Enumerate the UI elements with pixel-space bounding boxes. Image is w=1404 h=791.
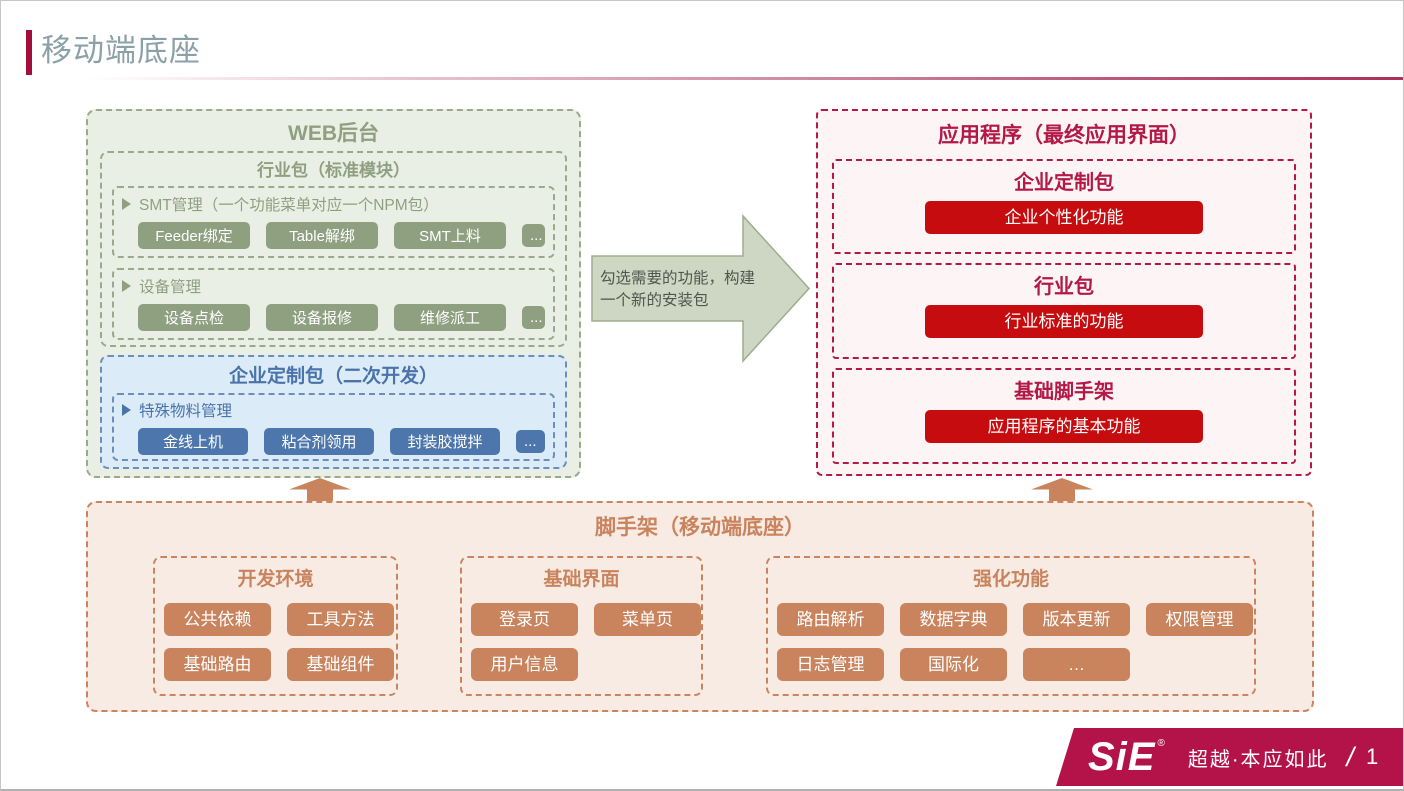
special-material-group: 特殊物料管理 金线上机 粘合剂领用 封装胶搅拌 ... [112, 393, 555, 461]
feature-bar: 行业标准的功能 [925, 305, 1203, 338]
scaffold-chip: 权限管理 [1146, 603, 1253, 636]
special-material-chips: 金线上机 粘合剂领用 封装胶搅拌 ... [122, 428, 545, 455]
scaffold-title: 脚手架（移动端底座） [595, 516, 805, 539]
module-chip: Table解绑 [266, 222, 378, 249]
chip-row: 登录页 菜单页 [462, 603, 701, 636]
title-underline [86, 77, 1403, 80]
device-group-label-text: 设备管理 [139, 279, 202, 296]
web-backend-title: WEB后台 [288, 122, 379, 145]
device-module-group: 设备管理 设备点检 设备报修 维修派工 ... [112, 268, 555, 340]
scaffold-section-base-ui: 基础界面 登录页 菜单页 用户信息 [460, 556, 703, 696]
scaffold-chip: 菜单页 [594, 603, 701, 636]
app-section-title: 基础脚手架 [1014, 381, 1114, 403]
scaffold-chip: 公共依赖 [164, 603, 271, 636]
module-chip: 设备报修 [266, 304, 378, 331]
more-modules-chip: ... [522, 224, 545, 247]
module-chip: 金线上机 [138, 428, 248, 455]
device-group-label: 设备管理 [122, 275, 545, 297]
chip-row: 公共依赖 工具方法 [155, 603, 396, 636]
footer-slogan: 超越·本应如此 [1187, 748, 1329, 771]
block-arrow-up-icon [289, 478, 351, 502]
scaffold-section-dev-env: 开发环境 公共依赖 工具方法 基础路由 基础组件 [153, 556, 398, 696]
chip-row: 路由解析 数据字典 版本更新 权限管理 [768, 603, 1254, 636]
sie-logo-text: SiE [1088, 735, 1156, 779]
scaffold-section-title: 开发环境 [237, 569, 314, 590]
module-chip: Feeder绑定 [138, 222, 250, 249]
scaffold-section-title: 强化功能 [972, 569, 1049, 590]
chip-row: 基础路由 基础组件 [155, 648, 396, 681]
application-title: 应用程序（最终应用界面） [938, 124, 1190, 147]
special-material-label-text: 特殊物料管理 [139, 403, 233, 420]
feature-bar: 应用程序的基本功能 [925, 410, 1203, 443]
scaffold-chip: 版本更新 [1023, 603, 1130, 636]
more-chip: … [1023, 648, 1130, 681]
scaffold-chip: 数据字典 [900, 603, 1007, 636]
scaffold-chip: 工具方法 [287, 603, 394, 636]
chip-row: 用户信息 [462, 648, 701, 681]
web-backend-box: WEB后台 行业包（标准模块） SMT管理（一个功能菜单对应一个NPM包） Fe… [86, 109, 581, 478]
scaffold-chip: 基础组件 [287, 648, 394, 681]
page-number-separator: / [1346, 741, 1355, 772]
application-box: 应用程序（最终应用界面） 企业定制包 企业个性化功能 行业包 行业标准的功能 基… [816, 109, 1312, 476]
block-arrow-right-icon [591, 214, 811, 363]
module-chip: 维修派工 [394, 304, 506, 331]
scaffold-chip: 国际化 [900, 648, 1007, 681]
module-chip: 粘合剂领用 [264, 428, 374, 455]
app-section-custom-pack: 企业定制包 企业个性化功能 [832, 159, 1296, 254]
block-arrow-up-icon [1031, 478, 1093, 502]
triangle-bullet-icon [122, 280, 131, 292]
sie-logo: SiE® [1088, 737, 1166, 777]
smt-module-chips: Feeder绑定 Table解绑 SMT上料 ... [122, 222, 545, 249]
enterprise-custom-pack-title: 企业定制包（二次开发） [228, 366, 438, 387]
footer-banner: SiE® 超越·本应如此 / 1 [1056, 728, 1403, 786]
scaffold-chip: 登录页 [471, 603, 578, 636]
page-title: 移动端底座 [41, 33, 201, 68]
special-material-label: 特殊物料管理 [122, 399, 545, 421]
app-section-title: 企业定制包 [1014, 172, 1114, 194]
scaffold-section-title: 基础界面 [543, 569, 620, 590]
scaffold-chip: 日志管理 [777, 648, 884, 681]
smt-group-label-text: SMT管理（一个功能菜单对应一个NPM包） [139, 197, 439, 214]
registered-mark: ® [1157, 738, 1166, 749]
module-chip: 设备点检 [138, 304, 250, 331]
app-section-industry-pack: 行业包 行业标准的功能 [832, 263, 1296, 359]
triangle-bullet-icon [122, 404, 131, 416]
app-section-title: 行业包 [1034, 276, 1094, 298]
enterprise-custom-pack-box: 企业定制包（二次开发） 特殊物料管理 金线上机 粘合剂领用 封装胶搅拌 ... [100, 355, 567, 469]
scaffold-chip: 基础路由 [164, 648, 271, 681]
smt-module-group: SMT管理（一个功能菜单对应一个NPM包） Feeder绑定 Table解绑 S… [112, 186, 555, 258]
app-section-base-scaffold: 基础脚手架 应用程序的基本功能 [832, 368, 1296, 464]
scaffold-box: 脚手架（移动端底座） 开发环境 公共依赖 工具方法 基础路由 基础组件 基础界面… [86, 501, 1314, 712]
scaffold-chip: 用户信息 [471, 648, 578, 681]
triangle-bullet-icon [122, 198, 131, 210]
page-number: 1 [1366, 744, 1379, 769]
scaffold-chip: 路由解析 [777, 603, 884, 636]
more-modules-chip: ... [516, 430, 545, 453]
industry-pack-title: 行业包（标准模块） [257, 161, 410, 180]
industry-pack-box: 行业包（标准模块） SMT管理（一个功能菜单对应一个NPM包） Feeder绑定… [100, 151, 567, 347]
device-module-chips: 设备点检 设备报修 维修派工 ... [122, 304, 545, 331]
title-accent-bar [26, 30, 32, 75]
scaffold-section-enhanced: 强化功能 路由解析 数据字典 版本更新 权限管理 日志管理 国际化 … [766, 556, 1256, 696]
build-arrow-text: 勾选需要的功能，构建一个新的安装包 [600, 270, 756, 310]
feature-bar: 企业个性化功能 [925, 201, 1203, 234]
module-chip: 封装胶搅拌 [390, 428, 500, 455]
smt-group-label: SMT管理（一个功能菜单对应一个NPM包） [122, 193, 545, 215]
more-modules-chip: ... [522, 306, 545, 329]
module-chip: SMT上料 [394, 222, 506, 249]
chip-row: 日志管理 国际化 … [768, 648, 1254, 681]
